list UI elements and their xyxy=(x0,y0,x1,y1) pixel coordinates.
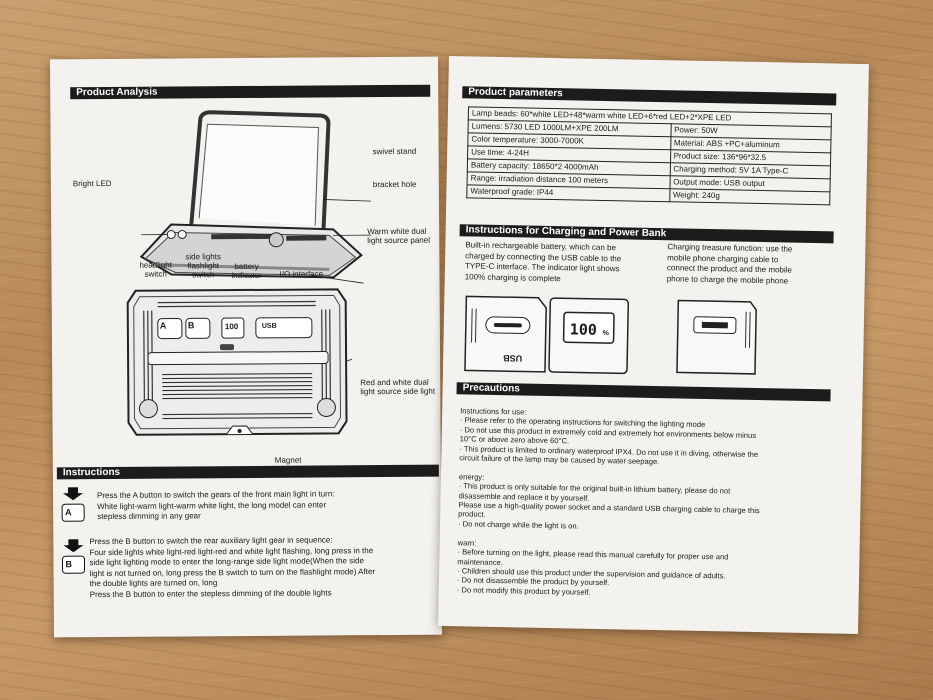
product-parameters-table: Lamp beads: 60*white LED+48*warm white L… xyxy=(466,106,832,205)
lamp-front-illustration xyxy=(139,110,372,284)
button-a-icon xyxy=(61,487,85,522)
label-battery-indicator: battery indicator xyxy=(231,261,262,281)
button-b-icon-label: B xyxy=(65,559,73,570)
button-a-icon-label: A xyxy=(65,507,72,518)
charging-left-text: Built-in rechargeable battery, which can… xyxy=(464,240,622,283)
precautions-body: Instructions for use: · Please refer to … xyxy=(456,406,760,597)
instruction-b-text: Press the B button to switch the rear au… xyxy=(89,535,376,599)
manual-right-page: Product parameters Lamp beads: 60*white … xyxy=(438,56,869,634)
label-bright-led: Bright LED xyxy=(72,178,112,189)
rear-button-a: A xyxy=(159,320,167,331)
charging-right-text: Charging treasure function: use the mobi… xyxy=(666,242,793,286)
table-cell-left: Waterproof grade: IP44 xyxy=(466,184,670,202)
label-red-white-side-light: Red and white dual light source side lig… xyxy=(360,377,436,397)
rear-battery-display: 100 xyxy=(224,322,239,332)
button-b-icon xyxy=(61,539,86,574)
rear-usb-label: USB xyxy=(261,322,277,330)
manual-left-page: Product Analysis swivel stand Bright LED… xyxy=(49,56,443,638)
table-cell-right: Weight: 240g xyxy=(669,188,830,205)
label-io-interface: I/O interface xyxy=(279,269,324,279)
label-side-lights-switch: side lights flashlight switch xyxy=(185,252,221,280)
label-swivel-stand: swivel stand xyxy=(372,146,417,157)
label-bracket-hole: bracket hole xyxy=(372,179,417,190)
product-analysis-heading: Product Analysis xyxy=(70,84,431,100)
precautions-heading: Precautions xyxy=(456,382,831,402)
charging-usb-label: USB xyxy=(503,353,523,364)
charging-display-unit: % xyxy=(602,330,610,338)
label-magnet: Magnet xyxy=(274,455,302,465)
label-headlight-switch: headlight switch xyxy=(139,260,172,279)
instruction-a-text: Press the A button to switch the gears o… xyxy=(97,489,335,522)
charging-illustrations xyxy=(464,295,757,375)
product-parameters-heading: Product parameters xyxy=(462,86,837,106)
rear-button-b: B xyxy=(187,320,195,331)
instructions-heading: Instructions xyxy=(56,464,439,480)
lamp-rear-illustration xyxy=(126,288,353,436)
label-warm-white-panel: Warm white dual light source panel xyxy=(367,226,431,246)
charging-display-value: 100 xyxy=(569,320,598,339)
